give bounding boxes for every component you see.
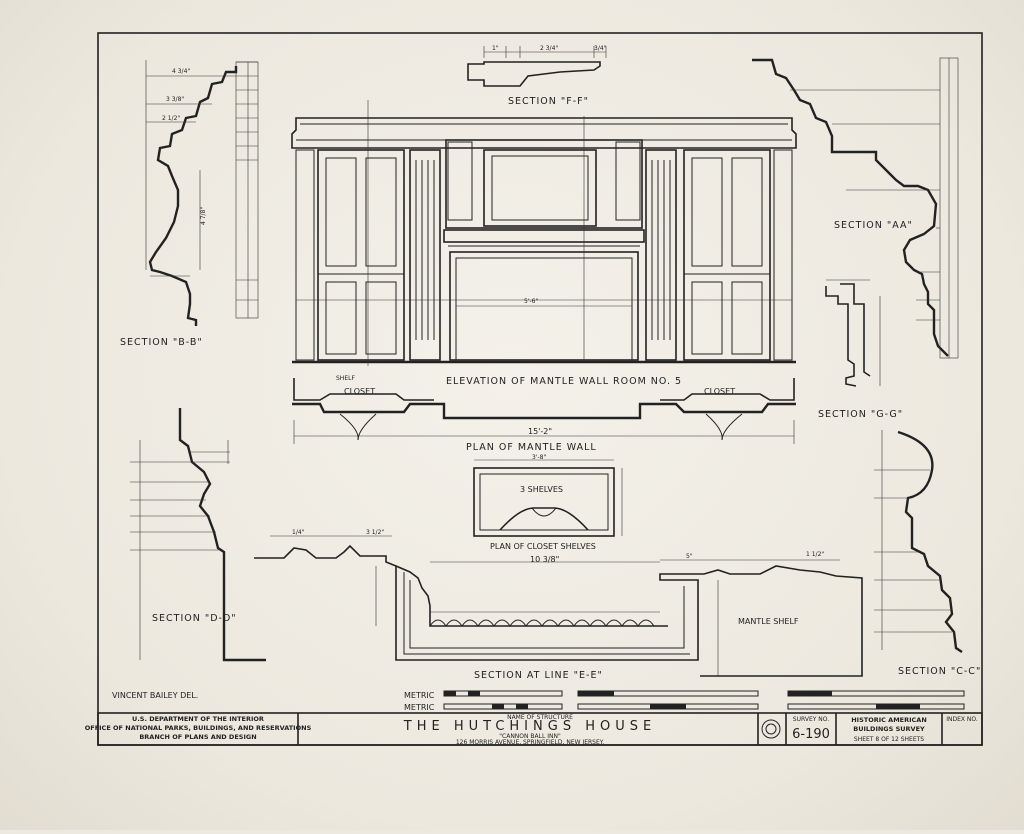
structure-name: THE HUTCHINGS HOUSE — [403, 719, 656, 734]
closet-plan-title: PLAN OF CLOSET SHELVES — [490, 542, 596, 551]
ee-dim-a: 1/4" — [292, 529, 305, 536]
ff-dim-a: 1" — [492, 45, 499, 52]
bb-dim-b: 3 3/8" — [166, 96, 184, 103]
agency-line1: U.S. DEPARTMENT OF THE INTERIOR — [132, 715, 264, 723]
section-aa-drawing — [752, 57, 959, 359]
section-dd-drawing — [130, 408, 266, 662]
section-dd-label: SECTION "D-D" — [152, 613, 237, 624]
plan-width-dim: 15'-2" — [528, 427, 552, 436]
scale-bars: METRIC METRIC — [404, 690, 965, 712]
structure-name-label: NAME OF STRUCTURE — [507, 714, 573, 721]
mantle-elevation-drawing: 5'-6" — [291, 100, 797, 366]
ff-dim-c: 3/4" — [594, 45, 607, 52]
closet-left-label: CLOSET — [344, 387, 375, 396]
scale-label-2: METRIC — [404, 703, 435, 712]
section-aa-label: SECTION "AA" — [834, 220, 913, 231]
section-gg-label: SECTION "G-G" — [818, 409, 903, 420]
mantle-shelf-label: MANTLE SHELF — [738, 617, 799, 626]
survey-no: 6-190 — [792, 727, 830, 742]
section-gg-drawing — [825, 279, 881, 387]
closet-right-label: CLOSET — [704, 387, 735, 396]
section-cc-drawing — [874, 430, 963, 653]
survey-no-label: SURVEY NO. — [793, 716, 829, 723]
agency-line2: OFFICE OF NATIONAL PARKS, BUILDINGS, AND… — [85, 724, 312, 732]
section-ee-drawing — [254, 535, 863, 677]
section-ee-label: SECTION AT LINE "E-E" — [474, 670, 603, 681]
title-block — [97, 712, 983, 746]
bb-dim-c: 2 1/2" — [162, 115, 180, 122]
elevation-title: ELEVATION OF MANTLE WALL ROOM NO. 5 — [446, 376, 682, 387]
section-bb-label: SECTION "B-B" — [120, 337, 203, 348]
sheet-number: SHEET 8 OF 12 SHEETS — [854, 736, 924, 743]
section-bb-drawing: 4 3/4" 3 3/8" 2 1/2" 4 7/8" — [145, 60, 259, 326]
ff-dim-b: 2 3/4" — [540, 45, 558, 52]
mantle-plan-drawing — [292, 378, 796, 444]
fireplace-width: 5'-6" — [524, 298, 538, 305]
agency-line3: BRANCH OF PLANS AND DESIGN — [139, 733, 256, 741]
ee-dim-d: 1 1/2" — [806, 551, 824, 558]
shelves-label: 3 SHELVES — [520, 485, 563, 494]
ee-dim-c: 5" — [686, 553, 693, 560]
section-cc-label: SECTION "C-C" — [898, 666, 981, 677]
closet-shelves-plan — [473, 459, 623, 537]
section-ff-drawing: 1" 2 3/4" 3/4" — [467, 45, 607, 87]
ee-width-dim: 10 3/8" — [530, 555, 559, 564]
structure-address: 126 MORRIS AVENUE, SPRINGFIELD, NEW JERS… — [456, 739, 604, 746]
scale-label-1: METRIC — [404, 691, 435, 700]
bb-dim-a: 4 3/4" — [172, 68, 190, 75]
delineator: VINCENT BAILEY DEL. — [112, 691, 198, 700]
section-ff-label: SECTION "F-F" — [508, 96, 589, 107]
structure-subname: "CANNON BALL INN" — [499, 733, 561, 740]
closet-width-dim: 3'-8" — [532, 454, 546, 461]
shelf-label: SHELF — [336, 375, 355, 382]
habs-line2: BUILDINGS SURVEY — [853, 725, 925, 733]
bb-dim-d: 4 7/8" — [200, 207, 207, 225]
ee-dim-b: 3 1/2" — [366, 529, 384, 536]
index-no-label: INDEX NO. — [946, 716, 978, 723]
habs-line1: HISTORIC AMERICAN — [851, 716, 927, 724]
seal-icon — [761, 719, 781, 739]
plan-title: PLAN OF MANTLE WALL — [466, 442, 597, 453]
